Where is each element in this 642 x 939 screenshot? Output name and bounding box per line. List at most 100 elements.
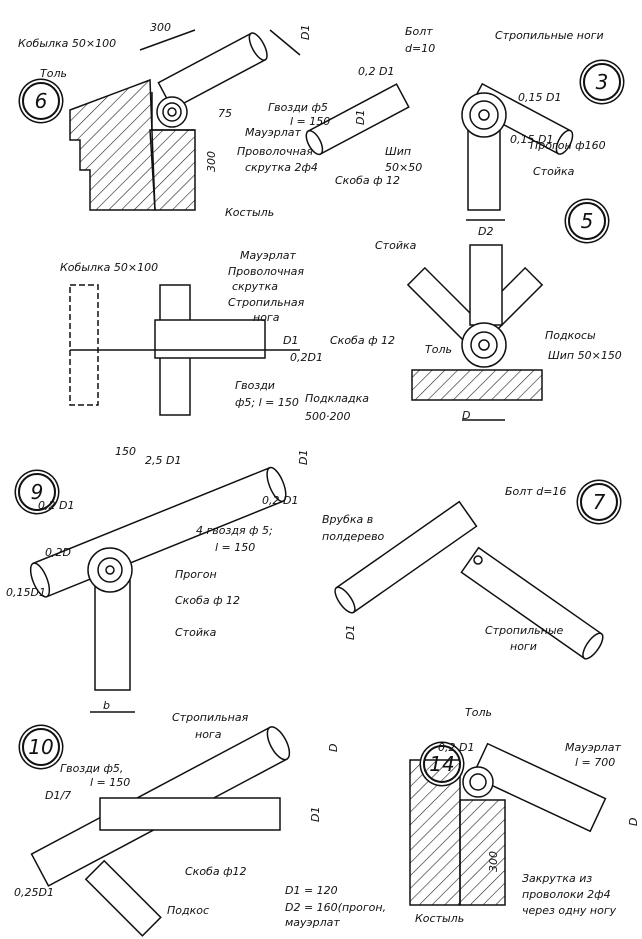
detail-8-label: скрутка [232,280,278,293]
detail-10-label: D [327,743,340,752]
detail-5-drawing [406,244,544,421]
detail-6-drawing [69,29,301,211]
detail-9-label: Прогон [175,568,217,581]
detail-3-label: Шип [385,145,412,158]
detail-9-label: 4 гвоздя ф 5; [196,524,273,537]
detail-number-10: 10 [22,728,60,766]
detail-10-label: l = 150 [90,776,131,789]
detail-7-label: полдерево [322,530,385,543]
detail-3-label: Стойка [533,165,575,178]
detail-9-label: 2,5 D1 [145,454,182,467]
detail-6-label: Кобылка 50×100 [18,37,117,50]
detail-10-label: нога [195,728,222,741]
detail-6-label: D1 [299,24,312,40]
detail-3-label: Скоба ф 12 [335,174,400,187]
detail-number-9: 9 [18,473,56,511]
detail-8-label: Кобылка 50×100 [60,261,159,274]
detail-6-label: 300 [205,151,218,172]
detail-5-label: Подкосы [545,329,596,342]
detail-6-label: Мауэрлат [245,126,301,139]
detail-14-label: l = 700 [575,756,616,769]
detail-number-5: 5 [568,202,606,240]
detail-8-drawing [69,284,300,416]
detail-9-drawing [29,466,287,713]
detail-14-label: Мауэрлат [565,741,621,754]
detail-9-label: l = 150 [215,541,256,554]
detail-5-label: Стойка [375,239,417,252]
detail-5-label: 500·200 [305,410,351,423]
detail-14-label: D [627,817,640,826]
detail-6-label: Гвозди ф5 [268,101,328,114]
detail-3-drawing [305,82,574,221]
detail-8-label: Стропильная [228,296,305,309]
detail-number-14: 14 [423,745,461,783]
detail-5-label: Подкладка [305,392,370,405]
detail-8-label: ф5; l = 150 [235,396,299,409]
detail-10-label: мауэрлат [285,916,340,929]
detail-10-label: Подкос [167,904,210,917]
detail-7-drawing [334,500,604,660]
detail-10-label: Гвозди ф5, [60,762,124,775]
detail-5-label: Скоба ф 12 [330,334,395,347]
detail-6-label: скрутка 2ф4 [245,161,318,174]
detail-8-label: Проволочная [228,265,305,278]
detail-8-label: 0,2D1 [290,351,323,364]
detail-9-label: 0,15D1 [6,586,46,599]
detail-9-label: b [103,699,110,712]
detail-10-label: D1/7 [45,789,72,802]
detail-14-label: Закрутка из [522,872,593,885]
detail-8-label: Мауэрлат [240,249,296,262]
detail-9-label: 0,2 D1 [262,494,299,507]
detail-14-label: через одну ногу [522,904,617,917]
detail-6-label: Толь [40,67,67,80]
detail-3-label: 0,2 D1 [358,65,395,78]
detail-9-label: Стойка [175,626,217,639]
detail-14-label: 300 [487,851,500,872]
detail-3-label: Прогон ф160 [530,139,606,152]
detail-10-label: D1 = 120 [285,884,338,897]
detail-9-label: 150 [115,445,136,458]
detail-7-label: D1 [344,624,357,640]
detail-3-label: 0,15 D1 [510,133,554,146]
detail-6-label: Проволочная [237,145,314,158]
detail-9-label: 0,2 D1 [38,499,75,512]
detail-number-6: 6 [22,82,60,120]
detail-14-drawing [409,742,607,906]
detail-10-label: Скоба ф12 [185,865,247,878]
detail-6-label: 75 [218,107,232,120]
detail-7-label: Болт d=16 [505,485,567,498]
detail-3-label: 0,15 D1 [518,91,562,104]
detail-8-label: Гвозди [235,379,275,392]
detail-3-label: d=10 [405,42,436,55]
detail-7-label: Врубка в [322,513,374,526]
detail-3-label: Стропильные ноги [495,29,604,42]
detail-7-label: ноги [510,640,537,653]
detail-5-label: Шип 50×150 [548,349,622,362]
detail-14-label: Толь [465,706,492,719]
detail-14-label: Костыль [415,912,465,925]
detail-10-label: D2 = 160(прогон, [285,901,387,914]
detail-number-3: 3 [583,63,621,101]
detail-8-label: D1 [283,334,299,347]
detail-14-label: 0,2 D1 [438,741,475,754]
detail-5-label: D [462,409,471,422]
detail-9-label: Скоба ф 12 [175,594,240,607]
detail-6-label: Костыль [225,206,275,219]
detail-10-label: Стропильная [172,711,249,724]
detail-7-label: Стропильные [485,624,564,637]
detail-5-label: Толь [425,343,452,356]
detail-8-label: нога [253,311,280,324]
detail-10-label: D1 [309,806,322,822]
detail-6-label: 300 [150,21,171,34]
detail-6-label: l = 150 [290,115,331,128]
detail-14-label: проволоки 2ф4 [522,888,611,901]
detail-number-7: 7 [580,483,618,521]
detail-3-label: 50×50 [385,161,423,174]
detail-9-label: D1 [297,449,310,465]
detail-3-label: D1 [354,109,367,125]
detail-3-label: Болт [405,25,433,38]
detail-10-label: 0,25D1 [14,886,54,899]
detail-3-label: D2 [478,225,494,238]
